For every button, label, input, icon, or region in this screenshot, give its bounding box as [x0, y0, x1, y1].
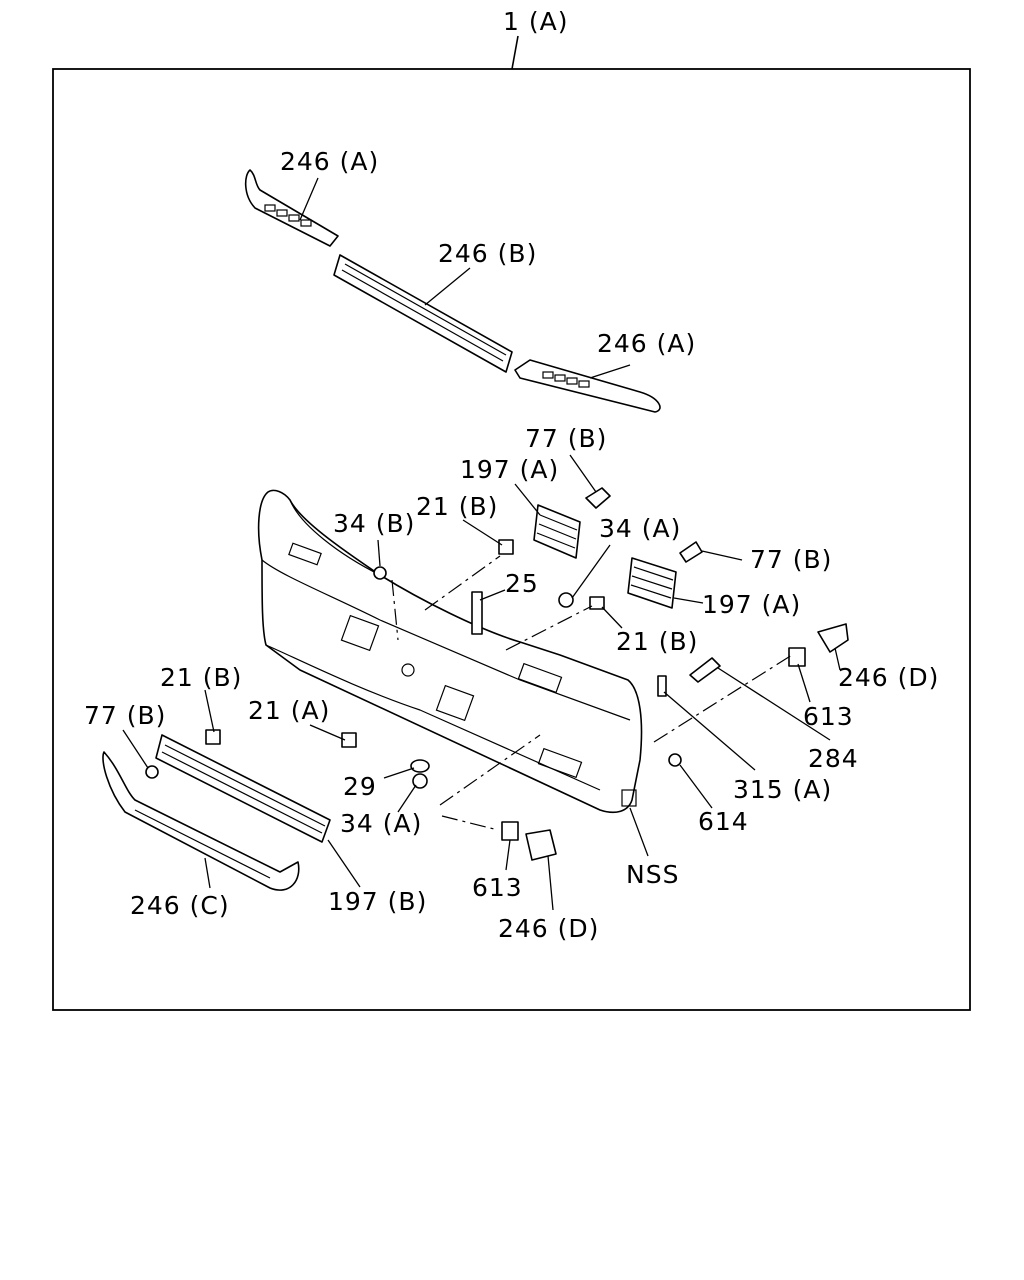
label-246a-right: 246 (A)	[597, 329, 696, 358]
plate-315a	[657, 675, 667, 697]
label-197a-right: 197 (A)	[702, 590, 801, 619]
label-25: 25	[505, 569, 539, 598]
lower-trim-246c	[102, 751, 300, 891]
clip-613-bottom	[501, 821, 519, 841]
clip-21b-right	[589, 596, 605, 610]
bolt-284	[689, 657, 721, 683]
label-246c: 246 (C)	[130, 891, 230, 920]
label-34a-top: 34 (A)	[599, 514, 681, 543]
clip-21b-top	[498, 539, 514, 555]
label-21b-left: 21 (B)	[160, 663, 242, 692]
label-613-bottom: 613	[472, 873, 523, 902]
label-1a: 1 (A)	[503, 7, 568, 36]
label-246d-right: 246 (D)	[838, 663, 939, 692]
nut-34a-top	[558, 592, 574, 608]
clip-613-right	[788, 647, 806, 667]
upper-trim-left	[244, 169, 339, 247]
label-614: 614	[698, 807, 749, 836]
label-197a-top: 197 (A)	[460, 455, 559, 484]
leader-lines	[122, 177, 841, 911]
label-21b-top: 21 (B)	[416, 492, 498, 521]
label-246d-bottom: 246 (D)	[498, 914, 599, 943]
lower-grille-197b	[155, 734, 331, 843]
label-21b-right: 21 (B)	[616, 627, 698, 656]
nut-34b	[373, 566, 387, 580]
grille-197a-right	[627, 557, 677, 609]
label-nss: NSS	[626, 860, 679, 889]
label-34a-bottom: 34 (A)	[340, 809, 422, 838]
bracket-246d-bottom	[525, 829, 557, 861]
nut-34a-bottom	[412, 773, 428, 789]
upper-trim-right	[514, 359, 661, 413]
label-284: 284	[808, 744, 859, 773]
labels: 1 (A) 246 (A) 246 (B) 246 (A) 77 (B) 197…	[84, 7, 939, 943]
bracket-246d-right	[817, 623, 849, 653]
plug-614	[668, 753, 682, 767]
clip-21a	[341, 732, 357, 748]
bolt-77b-top	[585, 487, 611, 509]
label-77b-right: 77 (B)	[750, 545, 832, 574]
alignment-lines	[391, 555, 793, 831]
upper-trim-center	[333, 254, 513, 373]
label-77b-left: 77 (B)	[84, 701, 166, 730]
label-21a: 21 (A)	[248, 696, 330, 725]
label-197b: 197 (B)	[328, 887, 427, 916]
bolt-77b-right	[679, 541, 703, 563]
label-613-right: 613	[803, 702, 854, 731]
clip-21b-left	[205, 729, 221, 745]
label-34b: 34 (B)	[333, 509, 415, 538]
label-246a-top: 246 (A)	[280, 147, 379, 176]
label-315a: 315 (A)	[733, 775, 832, 804]
assembly-leader	[511, 35, 519, 70]
label-29: 29	[343, 772, 377, 801]
bolt-77b-left	[145, 765, 159, 779]
bumper-body	[257, 489, 643, 814]
grille-197a-top	[533, 504, 581, 559]
label-77b-top: 77 (B)	[525, 424, 607, 453]
bracket-25	[471, 591, 483, 635]
washer-29	[410, 759, 430, 773]
assembly-frame	[52, 68, 971, 1011]
label-246b: 246 (B)	[438, 239, 537, 268]
